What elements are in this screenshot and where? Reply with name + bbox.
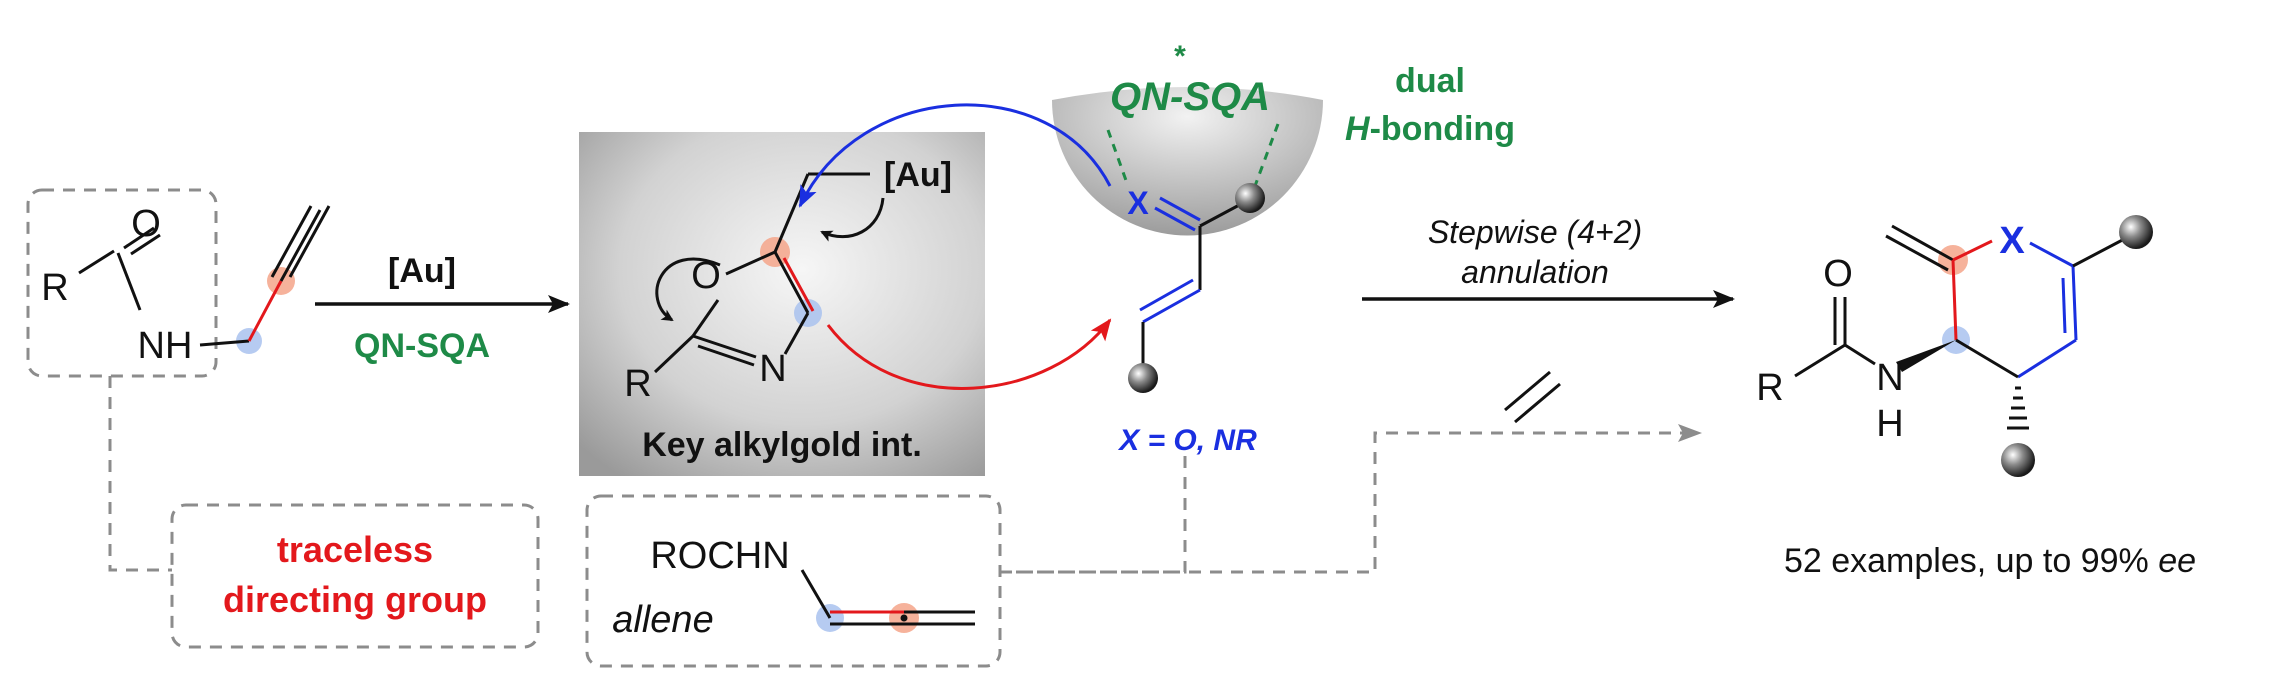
oxazole-nitrogen: N xyxy=(759,348,786,390)
amide-directing-box xyxy=(26,188,218,378)
product: O R N H X xyxy=(1756,215,2153,477)
product-heteroatom: X xyxy=(1999,220,2025,262)
connector-amide-to-traceless xyxy=(108,376,172,572)
product-nitrogen: N xyxy=(1876,357,1903,399)
substituent-ball xyxy=(1128,363,1158,393)
traceless-label-line2: directing group xyxy=(223,579,487,620)
heterodiene: X xyxy=(1127,183,1265,393)
product-nh-hydrogen: H xyxy=(1876,403,1903,445)
allene-word: allene xyxy=(612,599,713,641)
allene-structure: ROCHN allene xyxy=(612,535,975,641)
red-attack-arrow xyxy=(826,318,1112,390)
oxazoline-intermediate: O N R [Au] xyxy=(624,156,952,405)
amide-r-group: R xyxy=(41,267,68,309)
intermediate-caption: Key alkylgold int. xyxy=(642,426,922,464)
substituent-ball xyxy=(2119,215,2153,249)
allene-box xyxy=(585,494,1002,668)
traceless-label-line1: traceless xyxy=(277,529,433,570)
oxazole-r-group: R xyxy=(624,363,651,405)
connector-allene-to-product xyxy=(1000,424,1702,574)
connector-diene-to-allene xyxy=(1000,456,1187,574)
catalyst-chiral-star: * xyxy=(1174,40,1186,73)
result-summary: 52 examples, up to 99% ee xyxy=(1784,542,2196,580)
gold-label: [Au] xyxy=(884,156,952,194)
intermediate-box xyxy=(579,132,985,476)
step1-catalyst-au: [Au] xyxy=(388,252,456,290)
wedge-bond xyxy=(1896,340,1956,372)
traceless-box xyxy=(170,503,540,649)
x-definition: X = O, NR xyxy=(1117,424,1257,457)
diene-heteroatom: X xyxy=(1127,185,1149,221)
dashed-connectors xyxy=(108,376,1702,574)
substituent-ball xyxy=(2001,443,2035,477)
curly-arrow-ring xyxy=(655,257,721,322)
step2-line1: Stepwise (4+2) xyxy=(1428,214,1642,250)
substituent-ball xyxy=(1235,183,1265,213)
h-bonding-label: H-bonding xyxy=(1345,110,1515,148)
dual-label: dual xyxy=(1395,62,1465,100)
step2-line2: annulation xyxy=(1461,254,1609,290)
blue-attack-arrow xyxy=(798,103,1112,208)
hashed-bond xyxy=(2007,386,2029,430)
amide-nh: NH xyxy=(138,325,193,367)
step1-cocatalyst: QN-SQA xyxy=(354,327,490,365)
h-bond-dash xyxy=(1106,129,1130,187)
product-r-group: R xyxy=(1756,367,1783,409)
catalyst-label: QN-SQA xyxy=(1110,75,1270,119)
allene-formula: ROCHN xyxy=(650,535,789,577)
product-oxygen: O xyxy=(1823,253,1853,295)
propargyl-amide: O R NH xyxy=(41,203,331,367)
curly-arrow-gold xyxy=(820,197,885,242)
allene-fragment xyxy=(1504,370,1561,424)
h-bond-dash xyxy=(1253,123,1280,187)
amide-oxygen: O xyxy=(131,203,161,245)
